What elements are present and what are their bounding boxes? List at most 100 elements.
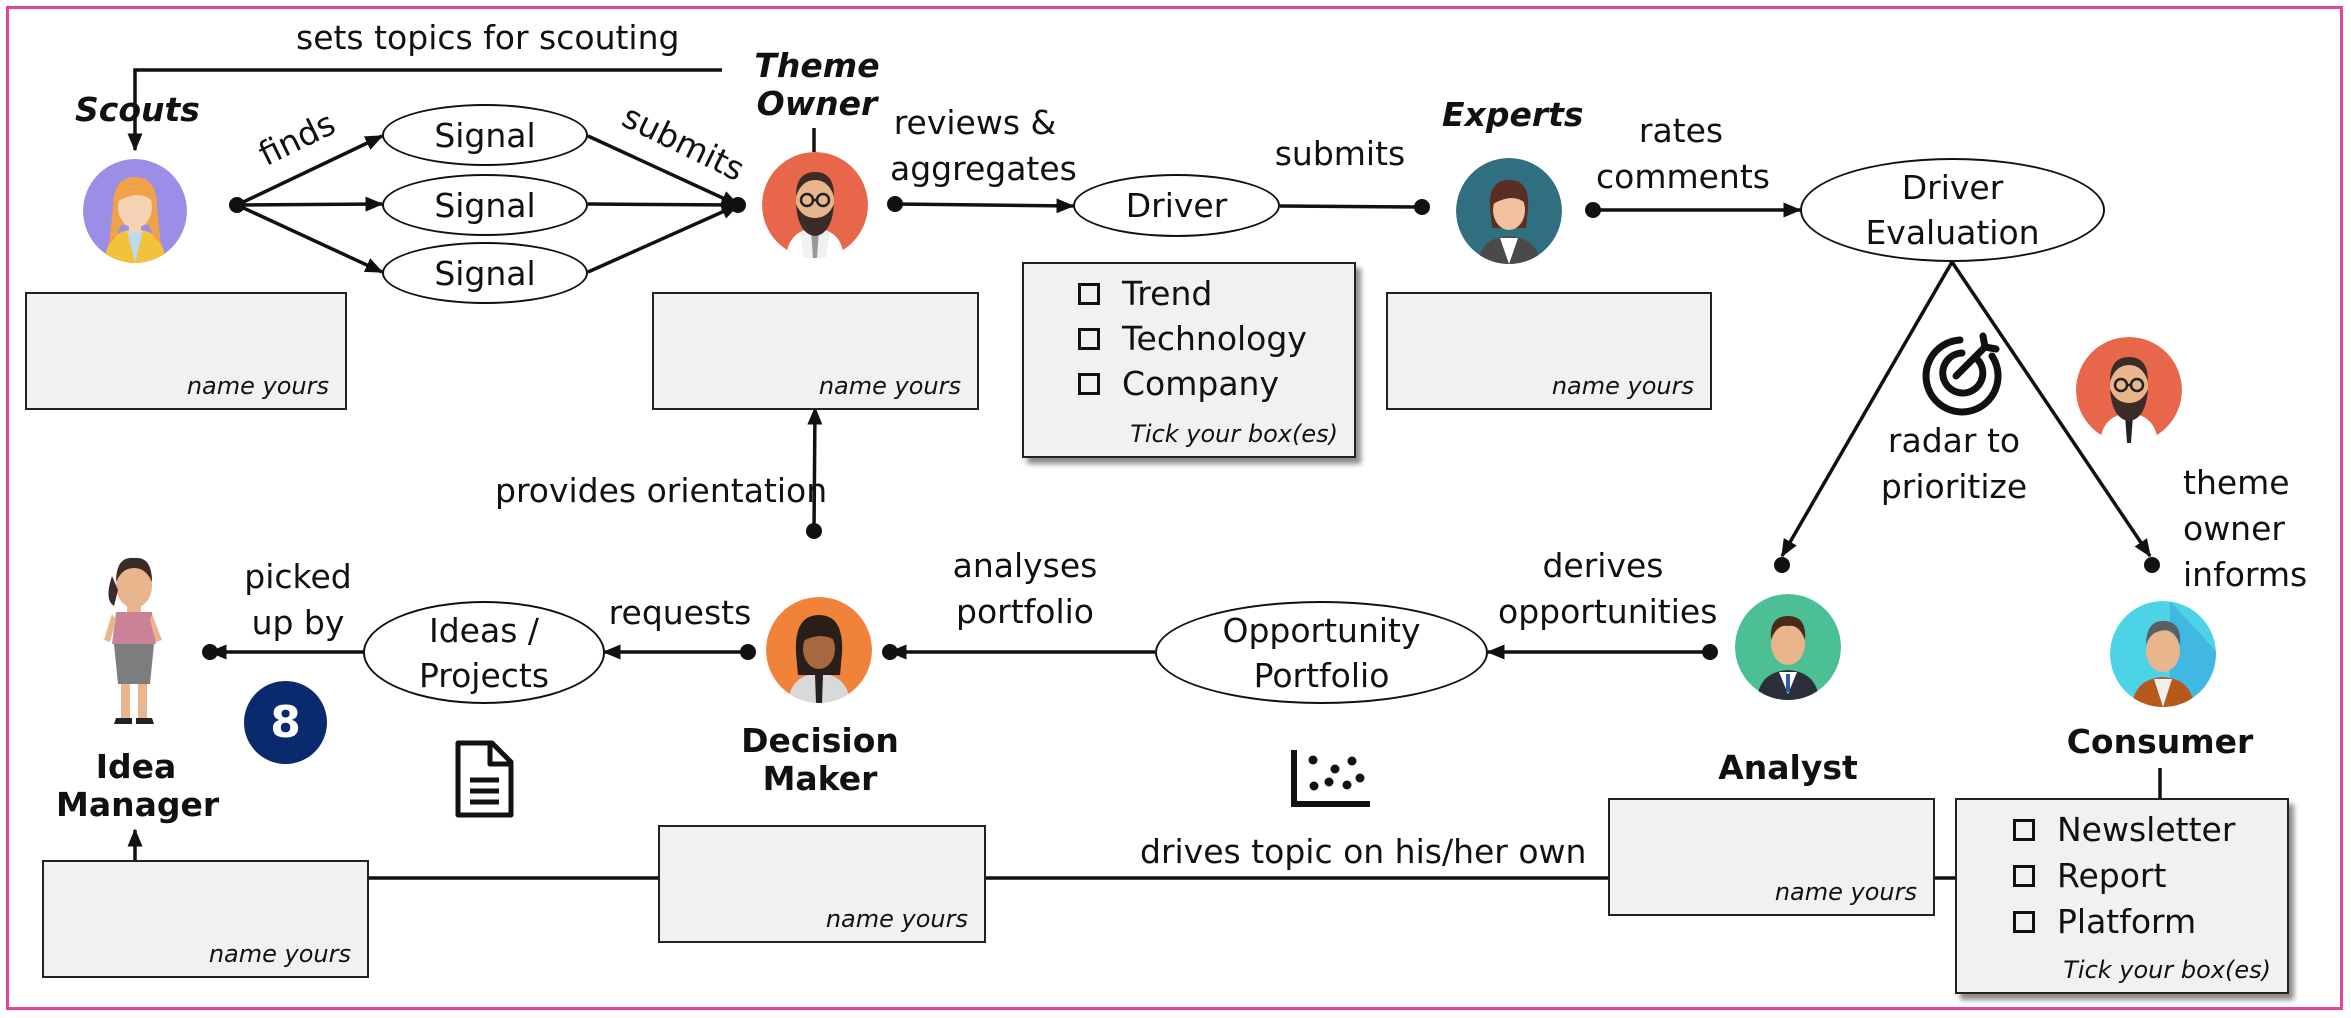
consumer-avatar	[2110, 601, 2216, 707]
scouts-name-box[interactable]: name yours	[25, 292, 347, 410]
derives-opportunities-text: derives opportunities	[1498, 546, 1718, 631]
driver-type-company[interactable]: Company	[1078, 364, 1279, 403]
driver-submit-connector	[1279, 204, 1423, 209]
technology-checkbox[interactable]	[1078, 327, 1100, 350]
radar-connector-left	[1780, 261, 1954, 558]
channel-newsletter[interactable]: Newsletter	[2013, 810, 2235, 849]
reviews-connector	[894, 198, 1075, 214]
number-badge: 8	[244, 681, 327, 764]
rates-comments-text: rates comments	[1596, 111, 1770, 196]
orientation-dot	[806, 523, 822, 539]
decision-maker-avatar	[766, 597, 872, 703]
driver-node: Driver	[1073, 174, 1280, 237]
finds-connector-2	[236, 196, 384, 212]
consumer-channel-tickbox: Newsletter Report Platform Tick your box…	[1955, 798, 2289, 994]
theme-owner-informs-avatar	[2076, 337, 2182, 443]
analyst-label: Analyst	[1718, 748, 1858, 787]
ideas-projects-text: Ideas / Projects	[418, 610, 550, 695]
radar-label: radar to prioritize	[1876, 418, 2032, 510]
idea-manager-name-hint: name yours	[208, 940, 351, 968]
analyst-avatar	[1735, 594, 1841, 700]
theme-owner-name-box[interactable]: name yours	[652, 292, 979, 410]
analyst-out-dot	[1702, 644, 1718, 660]
channel-platform[interactable]: Platform	[2013, 902, 2196, 941]
finds-connector-1	[236, 134, 384, 207]
platform-checkbox[interactable]	[2013, 910, 2035, 933]
decision-maker-in-dot	[882, 644, 898, 660]
theme-owner-out-dot	[887, 196, 903, 212]
signal-node-1: Signal	[382, 104, 588, 166]
analyst-name-hint: name yours	[1774, 878, 1917, 906]
picked-up-by-text: picked up by	[244, 557, 352, 642]
sets-topics-label: sets topics for scouting	[296, 18, 680, 57]
submit-connector-3	[587, 203, 740, 274]
consumer-label: Consumer	[2066, 722, 2254, 761]
diagram-frame	[6, 6, 2343, 1010]
reviews-aggregates-text: reviews & aggregates	[890, 103, 1077, 188]
theme-owner-informs-label: theme owner informs	[2183, 460, 2313, 598]
analyst-name-box[interactable]: name yours	[1608, 798, 1935, 916]
theme-owner-in-dot	[730, 197, 746, 213]
experts-avatar	[1456, 158, 1562, 264]
rates-comments-label: rates comments	[1596, 108, 1770, 200]
company-checkbox[interactable]	[1078, 372, 1100, 395]
idea-manager-name-box[interactable]: name yours	[42, 860, 369, 978]
target-icon	[1922, 332, 2002, 416]
newsletter-text: Newsletter	[2057, 810, 2236, 849]
analyst-in-dot	[1774, 557, 1790, 573]
submit-connector-2	[587, 197, 740, 213]
theme-owner-label-text: Theme Owner	[754, 46, 880, 123]
sets-topics-connector	[127, 68, 722, 152]
radar-connector-right	[1950, 261, 2152, 558]
requests-label: requests	[608, 593, 752, 632]
scouts-name-hint: name yours	[186, 372, 329, 400]
idea-manager-figure-icon	[104, 557, 162, 724]
trend-text: Trend	[1122, 274, 1213, 313]
decision-maker-name-box[interactable]: name yours	[658, 825, 986, 943]
signal-node-2: Signal	[382, 174, 588, 236]
scatter-plot-icon	[1291, 750, 1370, 807]
driver-type-technology[interactable]: Technology	[1078, 319, 1307, 358]
report-text: Report	[2057, 856, 2167, 895]
provides-orientation-label: provides orientation	[495, 471, 828, 510]
platform-text: Platform	[2057, 902, 2197, 941]
theme-owner-informs-text: theme owner informs	[2183, 463, 2308, 594]
ideas-out-dot	[202, 644, 218, 660]
decision-maker-name-hint: name yours	[825, 905, 968, 933]
idea-manager-label-text: Idea Manager	[56, 747, 220, 824]
channel-report[interactable]: Report	[2013, 856, 2166, 895]
driver-evaluation-text: Driver Evaluation	[1865, 168, 2040, 252]
decision-maker-out-dot	[740, 644, 756, 660]
experts-label: Experts	[1442, 95, 1584, 134]
report-checkbox[interactable]	[2013, 864, 2035, 887]
decision-maker-label-text: Decision Maker	[741, 721, 899, 798]
idea-manager-label: Idea Manager	[56, 747, 220, 824]
finds-connector-3	[236, 203, 384, 274]
experts-out-dot	[1585, 202, 1601, 218]
analyses-portfolio-label: analyses portfolio	[945, 543, 1105, 635]
signal-node-2-text: Signal	[434, 185, 536, 225]
picked-up-by-label: picked up by	[238, 554, 358, 646]
scouts-avatar	[83, 159, 187, 263]
driver-evaluation-node: Driver Evaluation	[1800, 158, 2105, 262]
opportunity-portfolio-text: Opportunity Portfolio	[1222, 610, 1421, 695]
consumer-channel-hint: Tick your box(es)	[2063, 956, 2271, 984]
driver-node-text: Driver	[1125, 186, 1228, 225]
signal-node-3-text: Signal	[434, 253, 536, 293]
trend-checkbox[interactable]	[1078, 282, 1100, 305]
analyses-portfolio-text: analyses portfolio	[952, 546, 1098, 631]
newsletter-checkbox[interactable]	[2013, 818, 2035, 841]
experts-name-box[interactable]: name yours	[1386, 292, 1712, 410]
scouts-label: Scouts	[75, 90, 200, 129]
orientation-connector	[807, 406, 823, 531]
experts-name-hint: name yours	[1551, 372, 1694, 400]
signal-node-1-text: Signal	[434, 115, 536, 155]
signal-node-3: Signal	[382, 242, 588, 304]
ideas-projects-node: Ideas / Projects	[363, 601, 605, 704]
company-text: Company	[1122, 364, 1279, 403]
technology-text: Technology	[1122, 319, 1307, 358]
document-icon	[455, 740, 514, 818]
submits-driver-label: submits	[1274, 134, 1406, 173]
driver-type-trend[interactable]: Trend	[1078, 274, 1212, 313]
derives-opportunities-label: derives opportunities	[1498, 543, 1717, 635]
